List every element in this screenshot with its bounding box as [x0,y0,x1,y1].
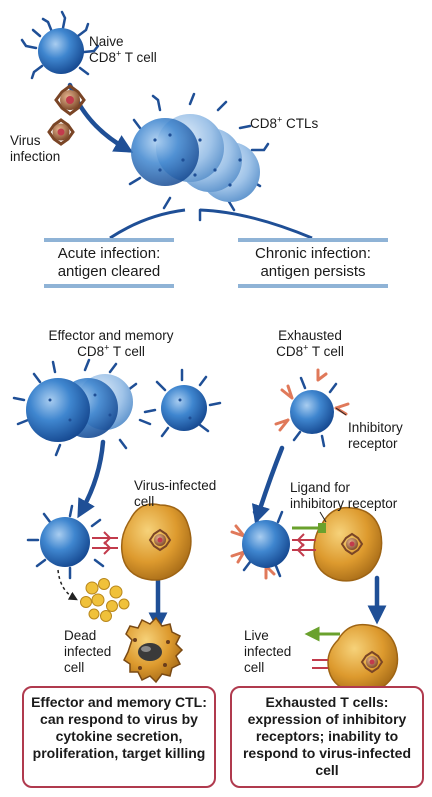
infected-cell-left [120,503,192,581]
label-live-line1: Live [244,628,269,643]
label-ligand-line2: inhibitory receptor [290,496,398,511]
label-inhibitory-line2: receptor [348,436,398,451]
label-ctls-cd8: CD8 [250,116,278,131]
label-dead-line3: cell [64,660,85,675]
label-naive-line1: Naive [89,34,124,49]
label-inhibitory-line1: Inhibitory [348,420,403,435]
banner-chronic-infection: Chronic infection: antigen persists [238,238,388,288]
virus-particles [47,84,86,146]
label-naive-tcell: T cell [121,50,157,65]
naive-t-cell [20,10,100,80]
label-effector-memory: Effector and memory CD8+ T cell [26,328,196,360]
cytokine-granules [80,578,130,622]
banner-acute-infection: Acute infection: antigen cleared [44,238,174,288]
label-naive-plus: + [116,48,122,59]
exhausted-t-cell [274,368,350,448]
label-virus-infected-line2: cell [134,494,155,509]
banner-acute-line1: Acute infection: [57,245,161,262]
label-live-line2: infected [244,644,292,659]
branch-lines [109,208,313,240]
label-virus-line1: Virus [10,133,41,148]
banner-acute-line2: antigen cleared [57,263,161,280]
label-virus-infection: Virus infection [10,133,60,165]
dead-infected-cell [123,616,184,684]
banner-chronic-line1: Chronic infection: [255,245,371,262]
exhausted-interaction [230,506,383,582]
label-naive-line2: CD8+ T cell [89,48,157,66]
effector-memory-cells [12,358,222,457]
label-ctls-suffix: CTLs [282,116,319,131]
label-effector-line2: CD8+ T cell [26,342,196,360]
label-cd8-ctls: CD8+ CTLs [250,114,319,132]
label-effector-tcell: T cell [109,344,145,359]
label-inhibitory-receptor: Inhibitory receptor [348,420,403,452]
summary-text-exhausted: Exhausted T cells: expression of inhibit… [242,694,412,778]
label-live-line3: cell [244,660,265,675]
live-infected-cell [304,623,399,694]
label-ligand-line1: Ligand for [290,480,351,495]
label-naive-cell: Naive CD8+ T cell [89,34,157,66]
label-dead-infected-cell: Dead infected cell [64,628,111,676]
label-dead-line1: Dead [64,628,97,643]
label-effector-line1: Effector and memory [48,328,174,343]
summary-box-effector: Effector and memory CTL: can respond to … [22,686,216,788]
label-exhausted-line1: Exhausted [278,328,342,343]
label-effector-plus: + [104,342,110,353]
summary-box-exhausted: Exhausted T cells: expression of inhibit… [230,686,424,788]
summary-text-effector: Effector and memory CTL: can respond to … [31,694,207,761]
label-naive-cd8: CD8 [89,50,117,65]
label-effector-cd8: CD8 [77,344,105,359]
label-dead-line2: infected [64,644,112,659]
label-exhausted-plus: + [303,342,309,353]
label-virus-infected-cell: Virus-infected cell [134,478,216,510]
label-virus-infected-line1: Virus-infected [134,478,217,493]
label-ligand: Ligand for inhibitory receptor [290,480,397,512]
ctl-cluster [116,92,270,222]
effector-interaction [26,503,192,622]
banner-chronic-line2: antigen persists [260,263,366,280]
label-exhausted-line2: CD8+ T cell [255,342,365,360]
label-ctls-plus: + [277,114,283,125]
label-exhausted-cd8: CD8 [276,344,304,359]
label-exhausted-tcell: T cell [308,344,344,359]
label-live-infected-cell: Live infected cell [244,628,291,676]
label-virus-line2: infection [10,149,61,164]
label-exhausted: Exhausted CD8+ T cell [255,328,365,360]
